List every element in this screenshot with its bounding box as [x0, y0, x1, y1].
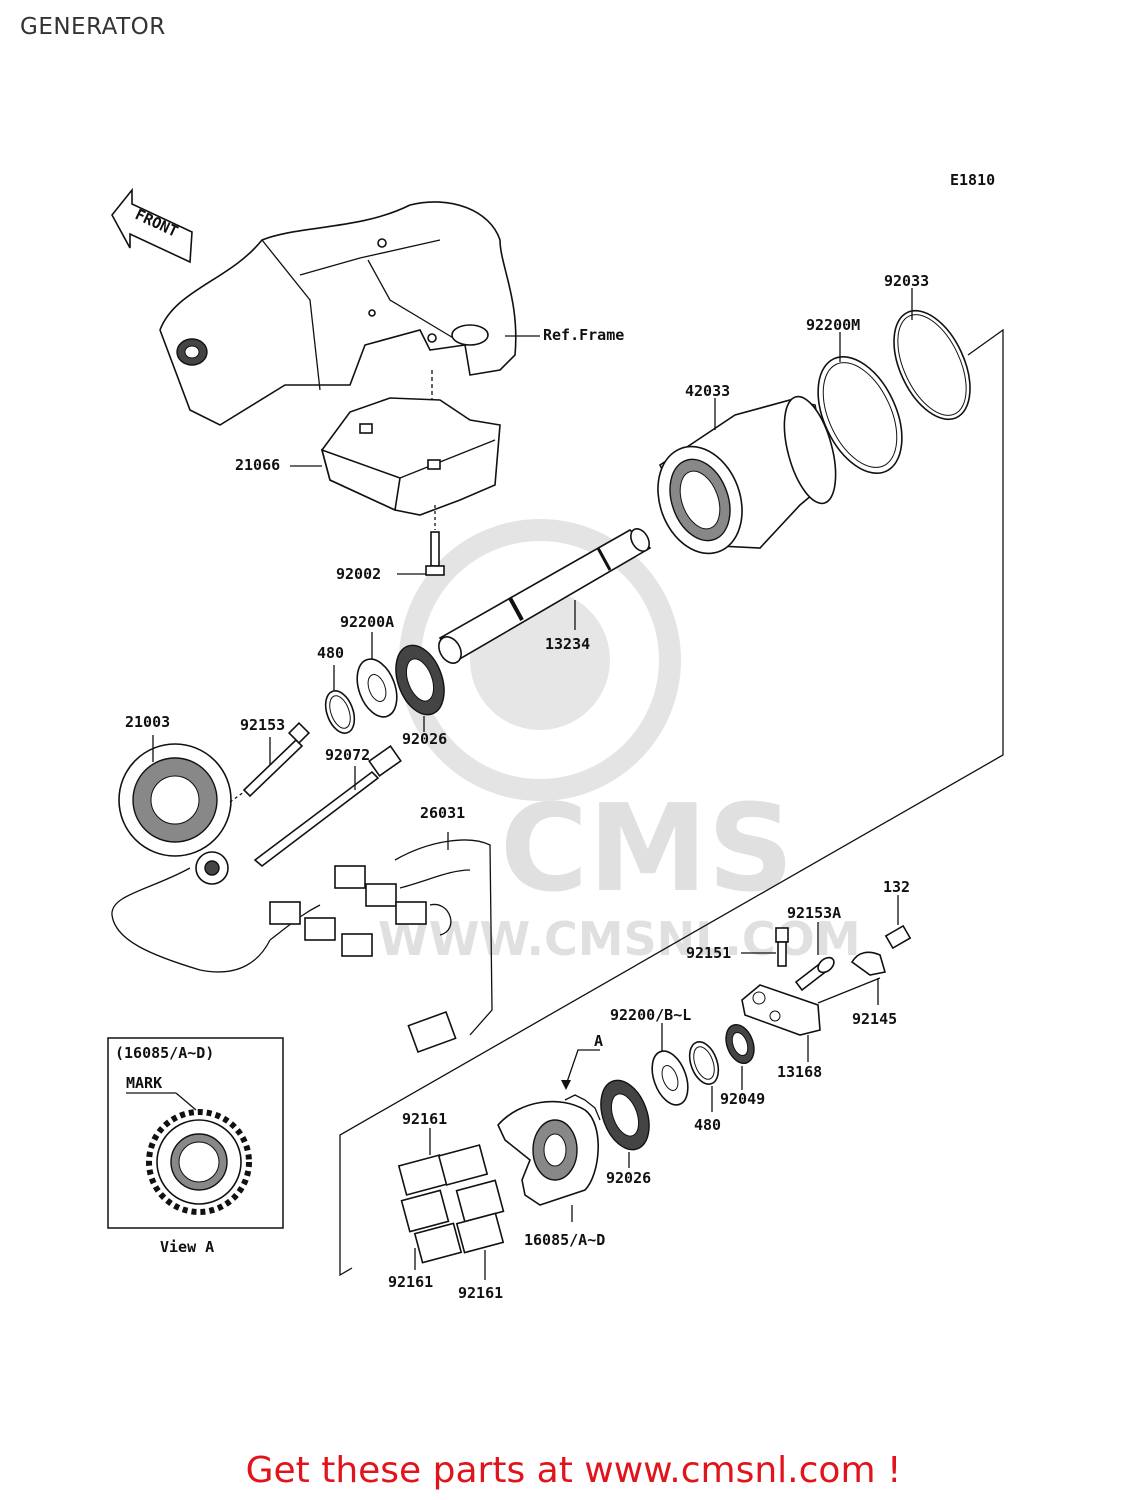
- label-92200m: 92200M: [806, 316, 860, 334]
- label-21003: 21003: [125, 713, 170, 731]
- label-ref-frame: Ref.Frame: [543, 326, 624, 344]
- stator-21003: 21003: [118, 713, 232, 885]
- label-480-bottom: 480: [694, 1116, 721, 1134]
- diagram-code: E1810: [950, 171, 995, 189]
- circlip-480-bottom: 480: [688, 1041, 721, 1134]
- footer-link[interactable]: Get these parts at www.cmsnl.com !: [245, 1450, 902, 1491]
- label-13168: 13168: [777, 1063, 822, 1081]
- washer-92200a: 92200A: [340, 613, 398, 718]
- label-13234: 13234: [545, 635, 590, 653]
- clamp-92145: 92145: [850, 951, 897, 1028]
- band-92072: 92072: [253, 745, 402, 868]
- label-92153: 92153: [240, 716, 285, 734]
- washer-92200m: 92200M: [806, 316, 903, 475]
- view-a-caption: View A: [160, 1238, 214, 1256]
- reference-frame: Ref.Frame: [159, 201, 624, 480]
- clutch-housing-42033: 42033: [657, 382, 837, 555]
- label-92026-bottom: 92026: [606, 1169, 651, 1187]
- label-92153a: 92153A: [787, 904, 841, 922]
- bolt-92153: 92153: [229, 716, 311, 803]
- label-92072: 92072: [325, 746, 370, 764]
- harness-26031: 26031: [334, 804, 493, 1054]
- label-16085: 16085/A~D: [524, 1231, 605, 1249]
- label-92161-right: 92161: [458, 1284, 503, 1302]
- dampers-92161: 92161 92161 92161: [388, 1110, 505, 1302]
- shaft-13234: 13234: [438, 528, 652, 664]
- circlip-92033: 92033: [884, 272, 971, 421]
- label-92002: 92002: [336, 565, 381, 583]
- label-26031: 26031: [420, 804, 465, 822]
- cmsnl-watermark: CMS WWW.CMSNL.COM: [378, 519, 861, 966]
- bolt-92002: 92002: [336, 505, 445, 583]
- stator-lead-wires: [111, 867, 373, 973]
- washer-92200bl: 92200/B~L: [610, 1006, 691, 1106]
- label-a: A: [594, 1032, 603, 1050]
- label-92049: 92049: [720, 1090, 765, 1108]
- view-a-mark: MARK: [126, 1074, 162, 1092]
- page-title: GENERATOR: [20, 14, 166, 40]
- watermark-brand: CMS: [500, 780, 794, 919]
- label-92151: 92151: [686, 944, 731, 962]
- circlip-480-top: 480: [317, 644, 356, 734]
- label-92026-top: 92026: [402, 730, 447, 748]
- label-92033: 92033: [884, 272, 929, 290]
- label-21066: 21066: [235, 456, 280, 474]
- label-92161-left: 92161: [388, 1273, 433, 1291]
- view-a-inset: (16085/A~D) MARK View A: [107, 1037, 284, 1256]
- label-92161-top: 92161: [402, 1110, 447, 1128]
- bolt-92151: 92151: [686, 927, 789, 967]
- generator-exploded-diagram: CMS WWW.CMSNL.COM FRONT E1810 Ref.Frame …: [107, 171, 1004, 1302]
- screw-132: 132: [883, 878, 912, 950]
- thrust-plate-92026-top: 92026: [395, 644, 447, 748]
- thrust-plate-92026-bottom: 92026: [600, 1079, 651, 1187]
- label-132: 132: [883, 878, 910, 896]
- seal-92049: 92049: [720, 1023, 765, 1108]
- view-a-heading: (16085/A~D): [115, 1044, 214, 1062]
- label-92145: 92145: [852, 1010, 897, 1028]
- label-92200a: 92200A: [340, 613, 394, 631]
- front-arrow-icon: FRONT: [111, 187, 193, 264]
- label-42033: 42033: [685, 382, 730, 400]
- holder-13168: 13168: [741, 977, 881, 1081]
- regulator-21066: 21066: [235, 397, 501, 516]
- gear-16085: 16085/A~D A: [497, 1032, 605, 1249]
- bolt-92153a: 92153A: [787, 904, 841, 992]
- label-92200bl: 92200/B~L: [610, 1006, 691, 1024]
- label-480-top: 480: [317, 644, 344, 662]
